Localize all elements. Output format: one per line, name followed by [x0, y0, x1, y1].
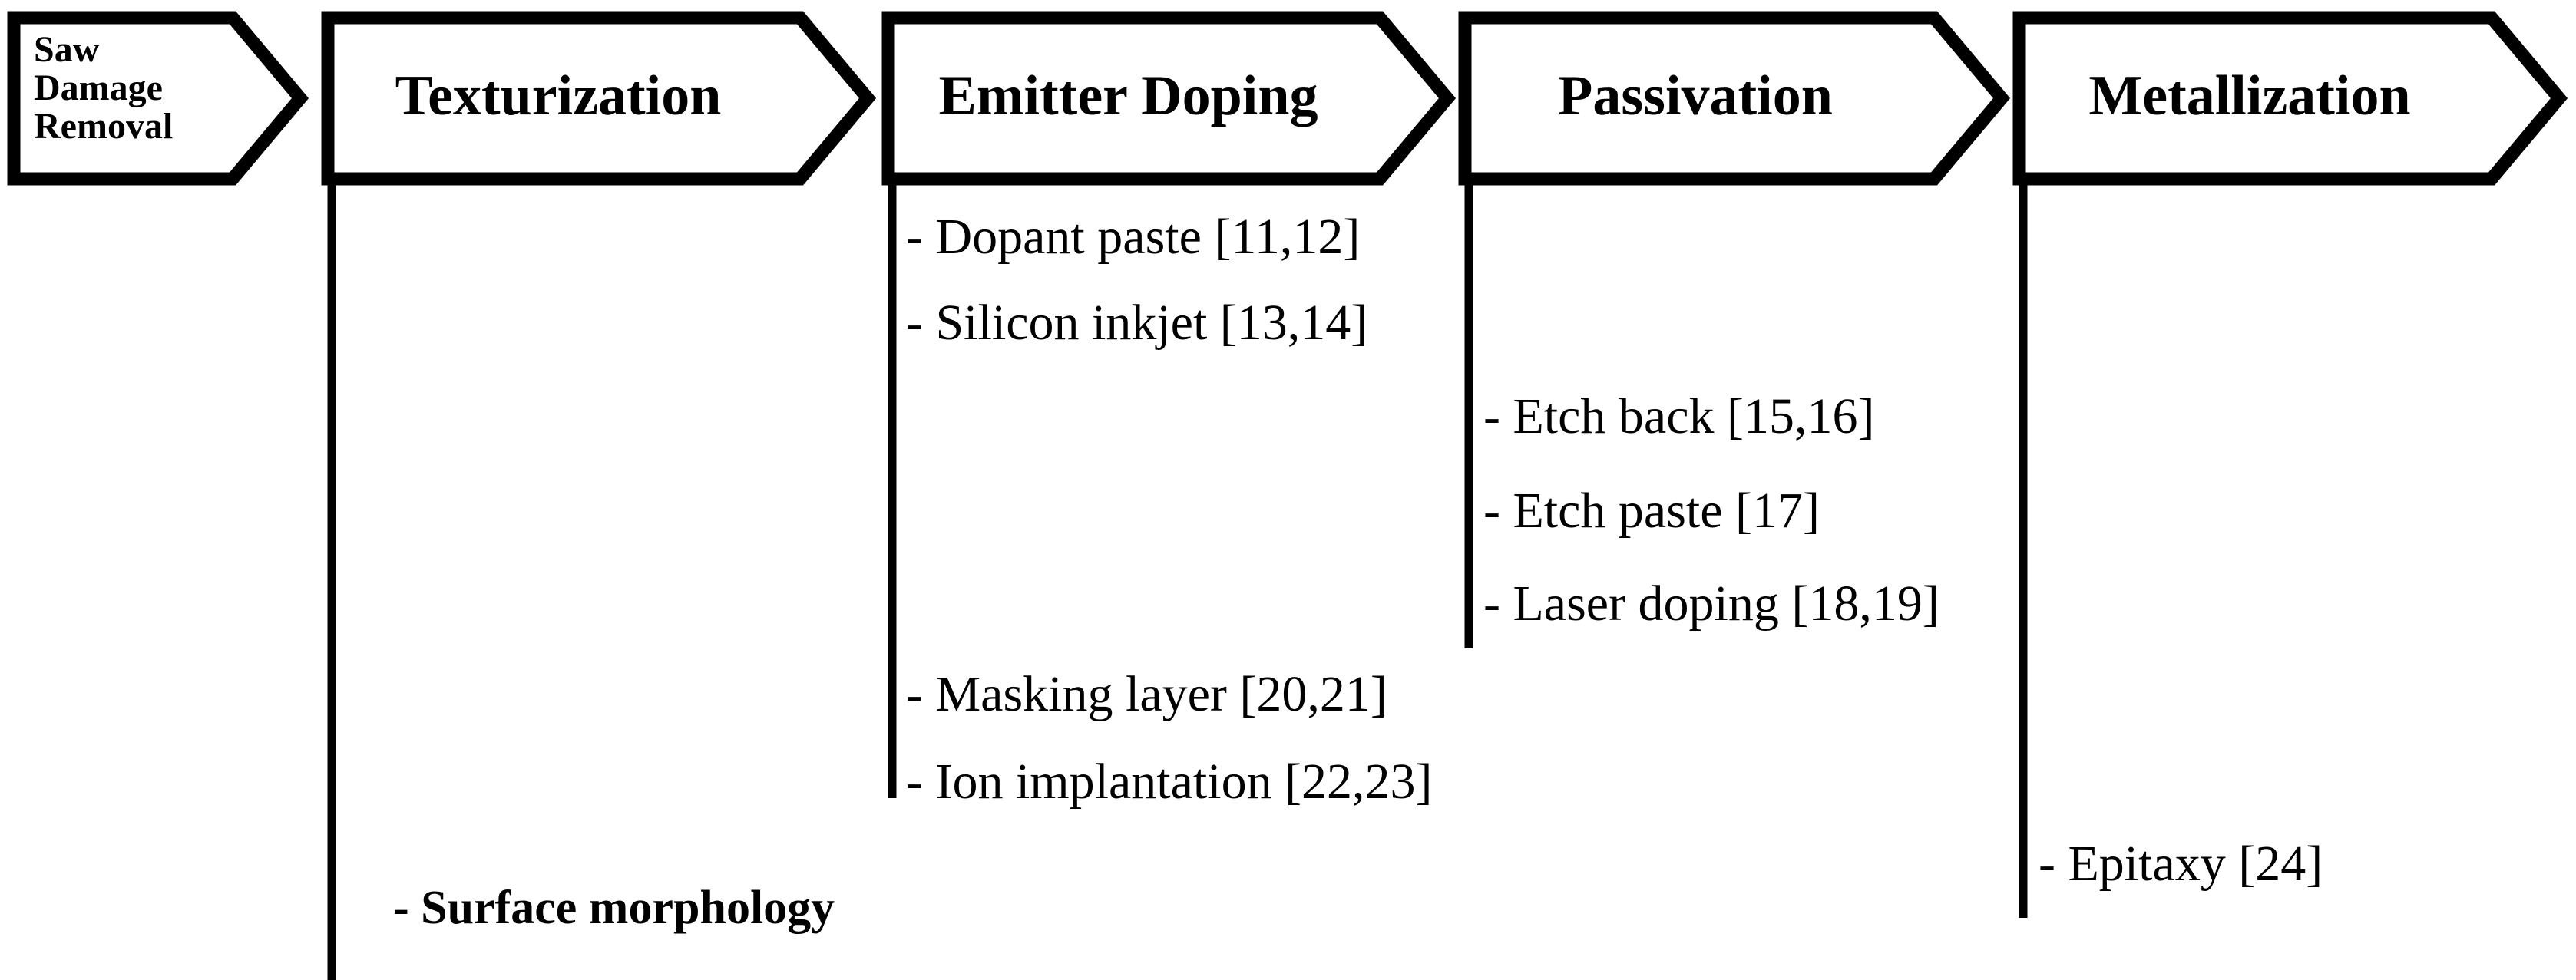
bullet-surface-morphology-main: - Surface morphology — [393, 882, 835, 934]
arrow-shape-passivation — [1458, 11, 2011, 186]
bullet-epitaxy: - Epitaxy [24] — [2039, 836, 2323, 892]
stage-label-metallization: Metallization — [2088, 64, 2411, 127]
arrow-shape-metallization — [2012, 11, 2568, 186]
arrow-shape-saw-damage-removal — [7, 11, 309, 186]
bullet-etch-back: - Etch back [15,16] — [1483, 388, 1875, 444]
bullet-silicon-inkjet: - Silicon inkjet [13,14] — [906, 295, 1368, 351]
stage-label-emitter-doping: Emitter Doping — [938, 64, 1318, 127]
bullet-masking-layer: - Masking layer [20,21] — [906, 666, 1387, 722]
stage-label-passivation: Passivation — [1558, 64, 1833, 127]
arrow-shape-texturization — [321, 11, 877, 186]
bullet-surface-morphology: - Surface morphology (In this work) — [346, 836, 835, 980]
stage-label-saw-damage-removal: Saw Damage Removal — [34, 29, 174, 147]
arrow-shape-emitter-doping — [881, 11, 1457, 186]
bullet-laser-doping: - Laser doping [18,19] — [1483, 576, 1939, 632]
bullet-ion-implantation: - Ion implantation [22,23] — [906, 754, 1433, 810]
bullet-etch-paste: - Etch paste [17] — [1483, 483, 1820, 539]
bullet-dopant-paste: - Dopant paste [11,12] — [906, 209, 1361, 265]
stage-label-texturization: Texturization — [395, 64, 722, 127]
